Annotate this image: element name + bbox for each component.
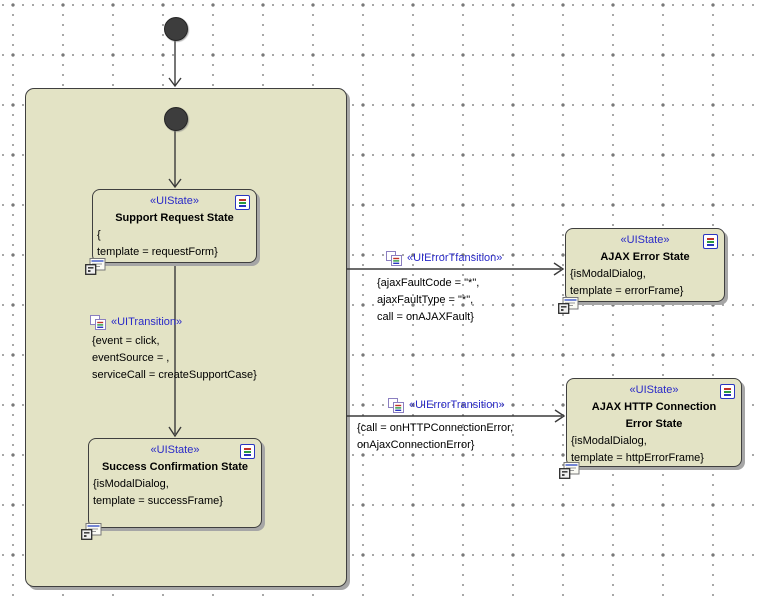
- label-uierror-tfansition[interactable]: «UIErrorTfansition» {ajaxFaultCode = "*"…: [377, 250, 606, 330]
- state-ajax-error[interactable]: «UIState» AJAX Error State {isModalDialo…: [558, 228, 725, 314]
- label-uitransition[interactable]: «UITransition» {event = click, eventSour…: [90, 314, 310, 389]
- stereotype-label: «UIState»: [620, 234, 670, 246]
- compartment-note-icon[interactable]: [703, 234, 718, 249]
- arrowhead-down-icon: [168, 77, 182, 88]
- transition-properties: {call = onHTTPConnectionError, onAjaxCon…: [357, 422, 514, 451]
- compartment-note-icon[interactable]: [240, 444, 255, 459]
- transition-properties: {ajaxFaultCode = "*", ajaxFaultType = "*…: [377, 277, 480, 323]
- stereotype-label: «UIState»: [629, 384, 679, 396]
- initial-node-outer[interactable]: [164, 17, 188, 41]
- submachine-icon: [81, 523, 102, 540]
- state-title: Success Confirmation State: [101, 461, 249, 473]
- stereotype-label: «UIState»: [150, 195, 199, 207]
- transition-stereotype: «UIErrorTransition»: [409, 399, 505, 411]
- state-title: Support Request State: [115, 212, 234, 224]
- state-properties: {isModalDialog, template = httpErrorFram…: [571, 435, 704, 464]
- state-properties: { template = requestForm}: [97, 229, 218, 258]
- compartment-note-icon[interactable]: [235, 195, 250, 210]
- state-properties: {isModalDialog, template = successFrame}: [93, 478, 223, 507]
- label-uierror-transition[interactable]: «UIErrorTransition» {call = onHTTPConnec…: [357, 397, 608, 462]
- stereotype-label: «UIState»: [150, 444, 200, 456]
- transition-icon: [90, 314, 106, 330]
- transition-icon: [388, 397, 404, 413]
- transition-stereotype: «UIErrorTfansition»: [407, 252, 503, 264]
- state-success-confirmation[interactable]: «UIState» Success Confirmation State {is…: [81, 438, 262, 540]
- state-support-request[interactable]: «UIState» Support Request State { templa…: [85, 189, 257, 275]
- submachine-icon: [558, 297, 579, 314]
- compartment-note-icon[interactable]: [720, 384, 735, 399]
- state-title: AJAX Error State: [600, 251, 690, 263]
- state-title: AJAX HTTP Connection Error State: [591, 401, 717, 430]
- state-ajax-http-connection-error[interactable]: «UIState» AJAX HTTP Connection Error Sta…: [559, 378, 742, 479]
- submachine-icon: [85, 258, 106, 275]
- submachine-icon: [559, 462, 580, 479]
- initial-node-inner[interactable]: [164, 107, 188, 131]
- transition-icon: [386, 250, 402, 266]
- state-properties: {isModalDialog, template = errorFrame}: [570, 268, 684, 297]
- transition-stereotype: «UITransition»: [111, 316, 183, 328]
- transition-properties: {event = click, eventSource = , serviceC…: [92, 335, 257, 381]
